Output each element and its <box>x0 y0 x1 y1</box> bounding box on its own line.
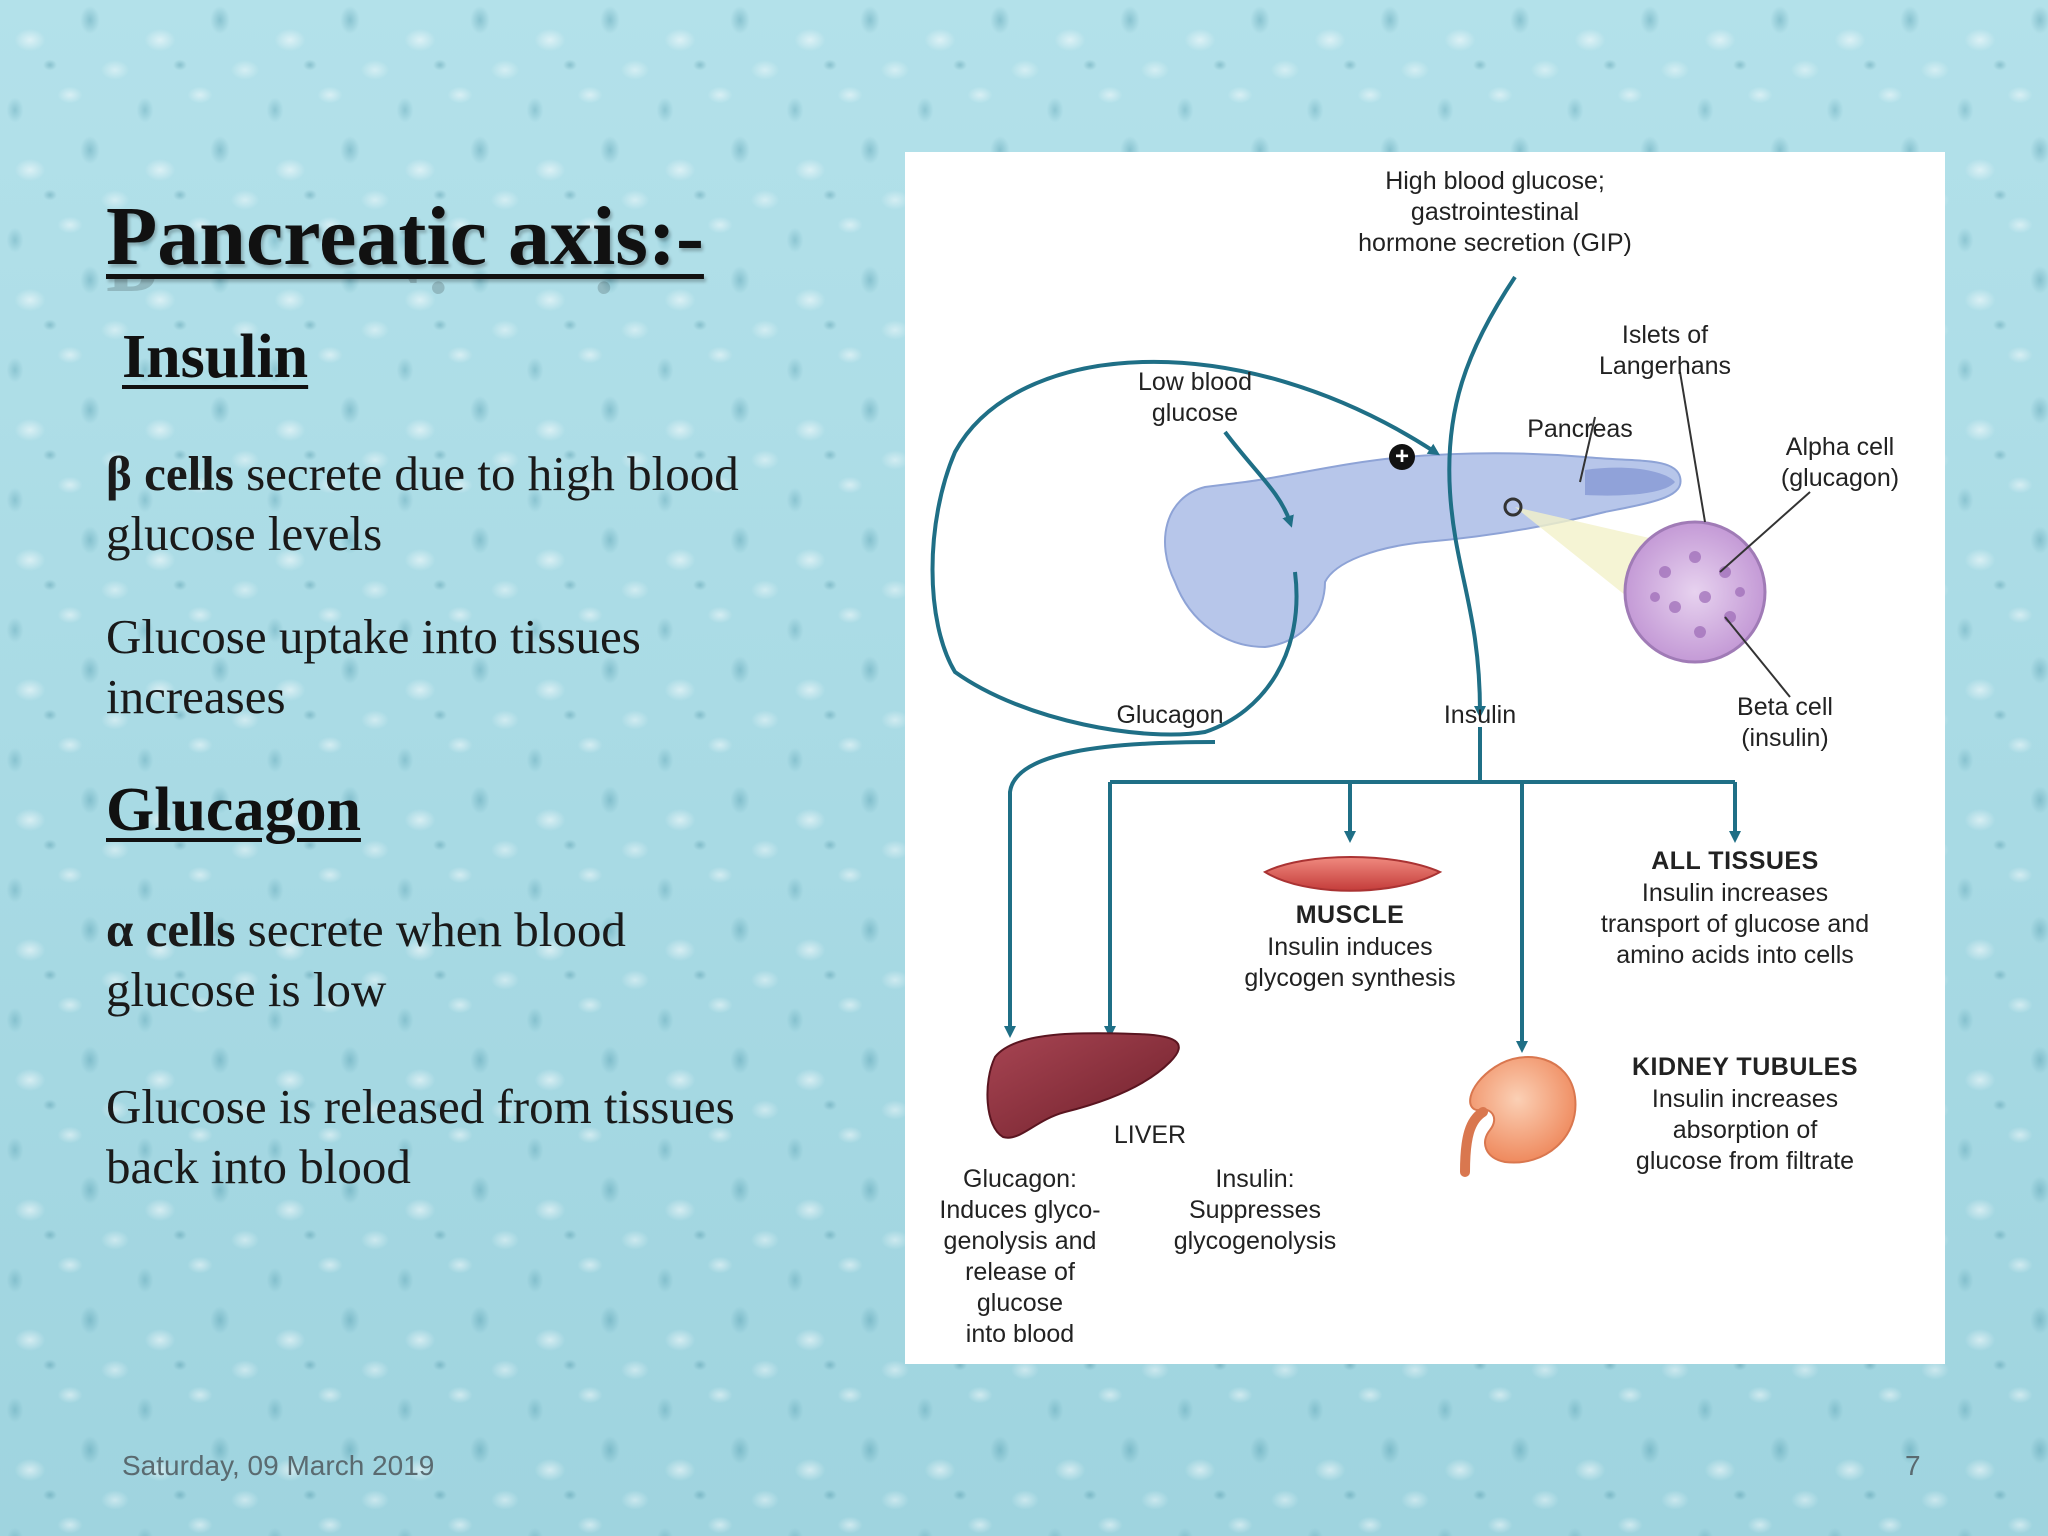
beta-cells-term: β cells <box>106 446 234 501</box>
beta-cell-label: Beta cell (insulin) <box>1737 693 1833 752</box>
alpha-cells-term: α cells <box>106 902 236 957</box>
high-glucose-arrow <box>1447 275 1517 718</box>
kidney-title: KIDNEY TUBULES <box>1631 1053 1858 1081</box>
low-glucose-label: Low blood glucose <box>1138 368 1252 427</box>
glucagon-to-liver-arrow <box>1004 740 1216 1038</box>
liver-insulin-effect: Insulin: Suppresses glycogenolysis <box>1173 1165 1337 1255</box>
insulin-heading: Insulin <box>122 323 309 391</box>
diagram-graphics <box>930 275 1811 1177</box>
plus-sign-label: + <box>1394 443 1409 470</box>
insulin-point-1-text: secrete due to high blood glucose levels <box>106 446 739 561</box>
islet-marker <box>1503 497 1523 517</box>
glucagon-heading: Glucagon <box>106 776 361 844</box>
glucagon-point-1-text: secrete when blood glucose is low <box>106 902 626 1017</box>
insulin-point-2: Glucose uptake into tissues increases <box>106 609 641 724</box>
glucagon-label: Glucagon <box>1116 701 1224 729</box>
glucagon-point-2: Glucose is released from tissues back in… <box>106 1079 735 1194</box>
muscle-title: MUSCLE <box>1295 901 1405 929</box>
footer-date: Saturday, 09 March 2019 <box>122 1450 435 1481</box>
alpha-cell-label: Alpha cell (glucagon) <box>1780 433 1900 492</box>
glucagon-point-1: α cells secrete when blood glucose is lo… <box>106 900 746 1020</box>
glucagon-feedback-loop <box>930 359 1441 737</box>
all-tissues-title: ALL TISSUES <box>1651 847 1819 875</box>
title-reflection: Pancreatic axis:- <box>106 275 704 305</box>
pancreatic-axis-diagram: High blood glucose; gastrointestinal hor… <box>905 152 1945 1364</box>
liver-glucagon-effect: Glucagon: Induces glyco- genolysis and r… <box>939 1165 1101 1348</box>
positive-feedback-marker <box>1389 444 1415 470</box>
islets-label: Islets of Langerhans <box>1598 321 1732 380</box>
insulin-label: Insulin <box>1443 701 1517 729</box>
insulin-point-1: β cells secrete due to high blood glucos… <box>106 444 746 564</box>
muscle-desc: Insulin induces glycogen synthesis <box>1244 933 1456 992</box>
liver-icon <box>986 1032 1180 1139</box>
all-tissues-desc: Insulin increases transport of glucose a… <box>1600 879 1870 969</box>
pancreas-tail <box>1585 467 1675 496</box>
high-glucose-label: High blood glucose; gastrointestinal hor… <box>1358 167 1632 257</box>
pancreas-label: Pancreas <box>1527 415 1633 443</box>
slide-title: Pancreatic axis:- <box>106 190 704 283</box>
muscle-icon <box>1262 856 1443 892</box>
islet-of-langerhans <box>1623 520 1767 664</box>
low-glucose-arrow <box>1223 430 1294 528</box>
ureter <box>1460 1107 1488 1177</box>
page-number: 7 <box>1905 1450 1921 1481</box>
liver-title: LIVER <box>1113 1121 1187 1149</box>
kidney-desc: Insulin increases absorption of glucose … <box>1635 1085 1855 1175</box>
